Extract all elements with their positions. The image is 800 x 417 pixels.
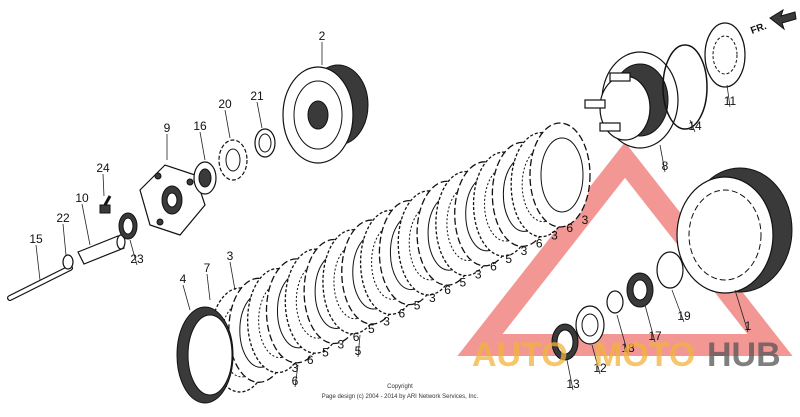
- part-21-washer: [254, 128, 276, 158]
- callout-leader-line: [256, 101, 263, 129]
- callout-label-6: 6: [292, 374, 299, 388]
- stack-callout-label: 6: [566, 221, 573, 235]
- clutch-plate-stack: [209, 122, 591, 393]
- stack-callout-label: 5: [460, 275, 467, 289]
- callout-leader-line: [644, 304, 656, 343]
- callout-leader-line: [206, 273, 211, 301]
- part-11-spring-plate: [704, 22, 746, 88]
- callout-label-3: 3: [227, 249, 234, 263]
- callout-label-20: 20: [218, 97, 232, 111]
- callout-label-16: 16: [193, 119, 207, 133]
- stack-callout-label: 6: [490, 260, 497, 274]
- callout-leader-line: [566, 359, 574, 391]
- stack-callout-label: 6: [307, 353, 314, 367]
- stack-callout-label: 3: [521, 244, 528, 258]
- part-callouts: 3653653653653653636312345678910111213141…: [29, 29, 751, 391]
- callout-label-13: 13: [566, 377, 580, 391]
- front-direction-label: FR.: [749, 21, 768, 37]
- stack-callout-label: 3: [551, 229, 558, 243]
- watermark-text: AUTO MOTO HUB: [472, 336, 781, 374]
- stack-callout-label: 5: [505, 252, 512, 266]
- callout-leader-line: [689, 119, 696, 133]
- part-2-clutch-center: [282, 64, 369, 164]
- callout-leader-line: [129, 239, 138, 266]
- part-19-washer: [656, 251, 684, 289]
- callout-label-19: 19: [677, 309, 691, 323]
- callout-leader-line: [199, 131, 206, 161]
- part-12-washer: [575, 305, 605, 345]
- callout-label-10: 10: [75, 191, 89, 205]
- copyright-text: Page design (c) 2004 - 2014 by ARI Netwo…: [322, 394, 479, 400]
- callout-label-1: 1: [745, 319, 752, 333]
- callout-label-2: 2: [319, 29, 326, 43]
- part-4-pressure-plate: [176, 306, 234, 404]
- front-direction-arrow-icon: [769, 8, 797, 31]
- stack-callout-label: 6: [444, 283, 451, 297]
- stack-callout-label: 3: [337, 338, 344, 352]
- stack-callout-label: 3: [582, 213, 589, 227]
- stack-callout-label: 3: [383, 314, 390, 328]
- callout-label-21: 21: [250, 89, 264, 103]
- part-17-hub: [626, 272, 654, 308]
- stack-callout-label: 6: [353, 330, 360, 344]
- part-18-bearing: [606, 290, 624, 314]
- watermark-word-moto: MOTO: [594, 336, 695, 374]
- callout-label-18: 18: [621, 341, 635, 355]
- part-22-washer: [62, 254, 74, 270]
- part-14-snap-ring: [662, 44, 708, 130]
- stack-callout-label: 5: [322, 345, 329, 359]
- callout-label-23: 23: [130, 252, 144, 266]
- watermark-word-hub: HUB: [707, 336, 781, 374]
- callout-leader-line: [734, 289, 749, 333]
- part-20-judder-spring-seat: [218, 139, 248, 181]
- callout-leader-line: [182, 284, 191, 311]
- part-10-rod: [77, 234, 126, 265]
- callout-label-24: 24: [96, 161, 110, 175]
- part-13-ring: [551, 323, 579, 361]
- part-1-clutch-outer: [676, 167, 793, 294]
- callout-leader-line: [671, 289, 685, 323]
- callout-label-15: 15: [29, 232, 43, 246]
- callout-label-7: 7: [204, 261, 211, 275]
- stack-callout-label: 3: [292, 361, 299, 375]
- callout-label-8: 8: [662, 159, 669, 173]
- callout-leader-line: [659, 144, 666, 173]
- part-24-bolt: [99, 195, 112, 214]
- callout-leader-line: [726, 84, 731, 108]
- stack-callout-label: 3: [429, 291, 436, 305]
- callout-label-14: 14: [688, 119, 702, 133]
- callout-label-5: 5: [355, 344, 362, 358]
- callout-label-9: 9: [164, 121, 171, 135]
- callout-leader-line: [229, 261, 236, 291]
- part-8-clutch-boss: [584, 51, 679, 149]
- callout-leader-line: [616, 314, 629, 355]
- callout-label-22: 22: [56, 211, 70, 225]
- callout-label-4: 4: [180, 272, 187, 286]
- callout-leader-line: [102, 173, 105, 197]
- callout-leader-line: [35, 244, 41, 281]
- stack-callout-label: 3: [475, 268, 482, 282]
- callout-leader-line: [224, 109, 231, 139]
- callout-label-17: 17: [648, 329, 662, 343]
- stack-callout-label: 5: [368, 322, 375, 336]
- stack-callout-label: 6: [398, 306, 405, 320]
- part-23-bearing: [118, 212, 138, 240]
- part-15-pushrod: [7, 265, 73, 301]
- watermark-word-auto: AUTO: [472, 336, 568, 374]
- part-16-bearing: [193, 161, 217, 195]
- stack-callout-label: 5: [414, 299, 421, 313]
- callout-label-12: 12: [593, 361, 607, 375]
- clutch-plate: [529, 122, 591, 228]
- callout-leader-line: [357, 334, 361, 358]
- copyright-heading: Copyright: [387, 384, 413, 390]
- callout-leader-line: [62, 223, 67, 256]
- callout-label-11: 11: [724, 94, 737, 108]
- part-9-lifter-plate: [139, 164, 206, 236]
- callout-leader-line: [591, 344, 601, 375]
- callout-leader-line: [294, 364, 299, 388]
- stack-callout-label: 6: [536, 236, 543, 250]
- callout-leader-line: [81, 203, 91, 246]
